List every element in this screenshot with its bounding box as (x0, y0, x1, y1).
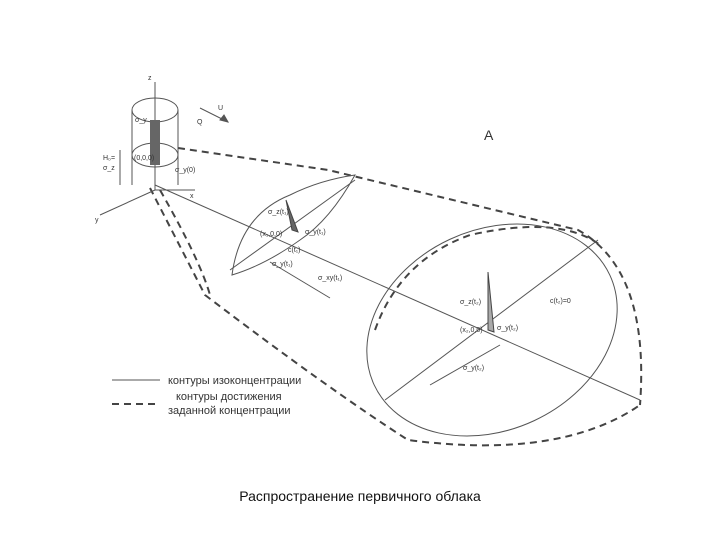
mid-dist-label: σ_xy(t₁) (318, 275, 342, 282)
x-axis-label: x (190, 193, 194, 200)
far-sy-left-label: σ_y(t₂) (463, 365, 484, 372)
mid-c-label: c(t₁) (288, 247, 300, 254)
height-sub-label: σ_z (103, 165, 115, 172)
legend-solid-label: контуры изоконцентрации (168, 375, 301, 387)
envelope-left (159, 189, 211, 296)
source-profile (150, 120, 160, 165)
dashed-envelope (149, 147, 643, 447)
far-sy-label: σ_y(t₂) (497, 325, 518, 332)
sigma-y0-label: σ_y (135, 117, 147, 124)
legend-dashed-label-1: контуры достижения (176, 391, 282, 403)
far-cloud-ellipse (366, 223, 618, 437)
figure-caption: Распространение первичного облака (239, 488, 481, 504)
mid-sy-label: σ_y(t₁) (305, 229, 326, 236)
mid-cloud-contour (231, 174, 356, 276)
legend-dashed-label-2: заданной концентрации (168, 405, 291, 417)
wind-label: U (218, 105, 223, 112)
dimension-lines (119, 150, 501, 386)
mid-dist-line (269, 261, 331, 299)
point-label-a: A (484, 127, 494, 143)
y-axis-label: y (95, 217, 99, 224)
q-label: Q (197, 119, 203, 126)
far-c0-label: c(t₂)=0 (550, 298, 571, 305)
mid-sy-left-label: σ_y(t₁) (272, 261, 293, 268)
mid-center-label: (x₁,0,0) (260, 231, 282, 238)
legend: контуры изоконцентрации контуры достижен… (112, 375, 301, 417)
envelope-upper (177, 147, 643, 406)
far-profile (487, 271, 495, 333)
wind-arrowhead (219, 114, 230, 123)
centerline (154, 184, 641, 401)
mid-sz-label: σ_z(t₁) (268, 209, 289, 216)
height-label: H₀= (103, 155, 115, 162)
origin-label: (0,0,0) (134, 155, 154, 162)
far-center-label: (x₂,0,0) (460, 327, 483, 334)
solid-contours (131, 97, 618, 437)
z-axis-label: z (148, 75, 152, 82)
sigma-y-zero-label: σ_y(0) (175, 167, 195, 174)
y-axis (99, 189, 156, 216)
envelope-far-top (374, 226, 601, 331)
far-sz-label: σ_z(t₂) (460, 299, 481, 306)
far-sy-line (429, 344, 501, 386)
axes (99, 82, 641, 401)
mid-profile (285, 199, 299, 233)
envelope-lower (149, 187, 641, 447)
